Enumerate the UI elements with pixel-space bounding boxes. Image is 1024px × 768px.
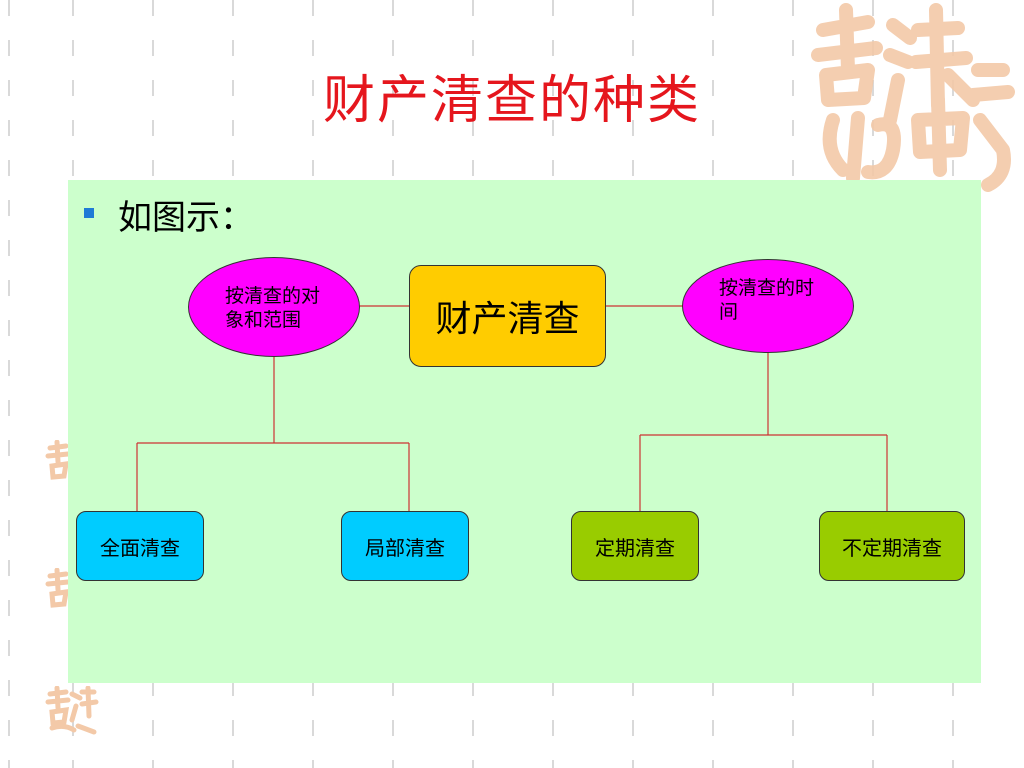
branch-node-object-scope: 按清查的对 象和范围 — [188, 257, 360, 357]
content-panel — [68, 180, 981, 683]
branch-node-label-line: 象和范围 — [225, 309, 302, 331]
bullet-text: 如图示： — [118, 198, 254, 238]
root-node: 财产清查 — [409, 265, 606, 367]
leaf-node-full-check: 全面清查 — [76, 511, 204, 581]
branch-node-label-line: 按清查的对 — [225, 285, 321, 307]
leaf-node-irregular-check: 不定期清查 — [819, 511, 965, 581]
branch-node-label-line: 间 — [719, 301, 739, 323]
branch-node-label-line: 按清查的时 — [719, 277, 815, 299]
auspicious-seal-icon — [811, 3, 1015, 192]
auspicious-seal-icon — [45, 686, 99, 735]
slide-title: 财产清查的种类 — [322, 71, 701, 131]
branch-node-time: 按清查的时 间 — [682, 259, 854, 353]
leaf-node-partial-check: 局部清查 — [341, 511, 469, 581]
leaf-node-periodic-check: 定期清查 — [571, 511, 699, 581]
bullet-square-icon — [84, 208, 94, 218]
